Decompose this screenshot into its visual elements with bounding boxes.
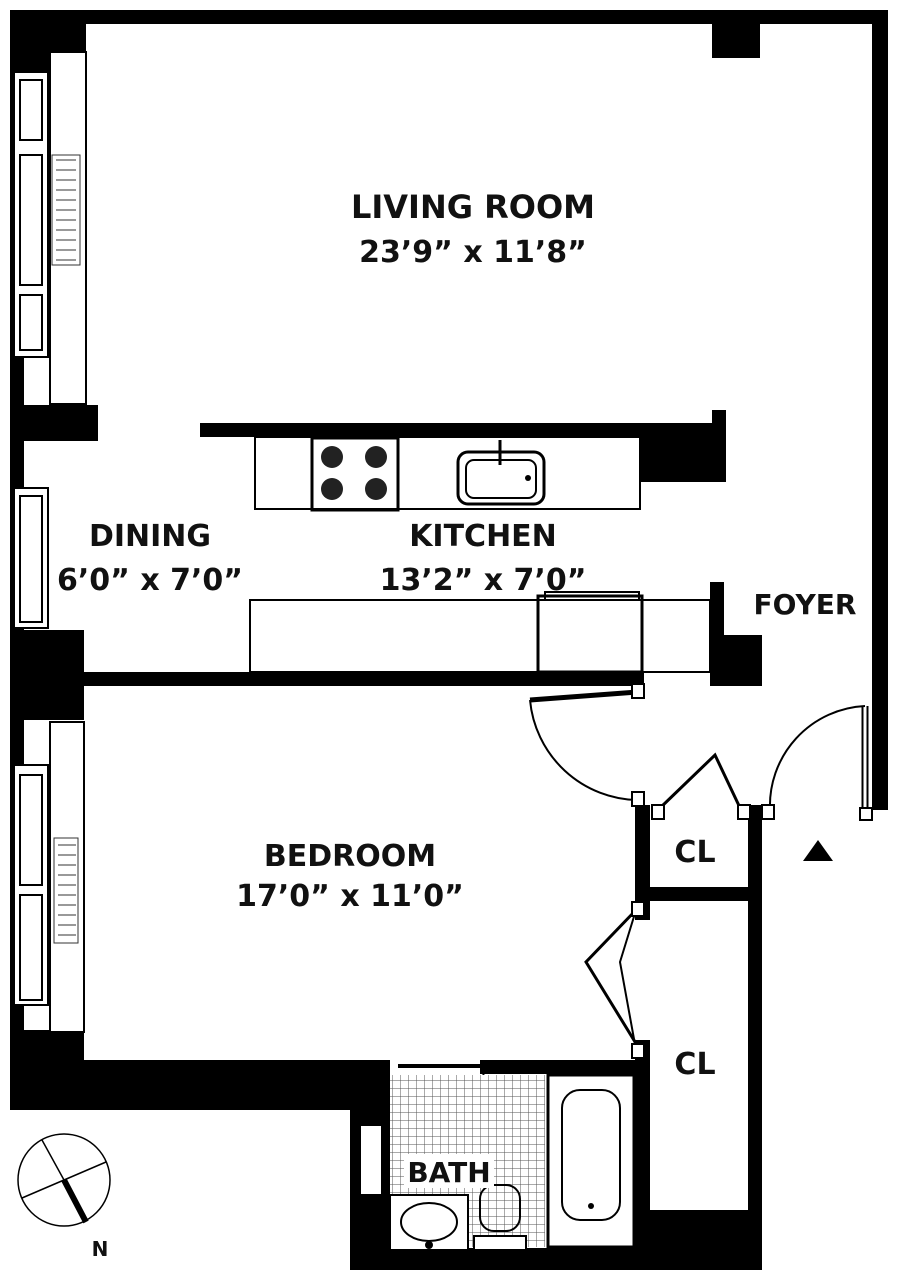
- living-room-name: LIVING ROOM: [351, 188, 595, 226]
- kitchen-dims: 13’2” x 7’0”: [380, 563, 587, 598]
- toilet-icon: [473, 1235, 527, 1251]
- windows: [13, 51, 383, 1196]
- dining-dims: 6’0” x 7’0”: [57, 563, 243, 598]
- refrigerator-icon: [536, 594, 644, 674]
- bedroom-dims: 17’0” x 11’0”: [236, 879, 464, 914]
- closet-1-name: CL: [674, 835, 715, 870]
- entry-triangle-icon: [803, 840, 833, 861]
- radiators: [56, 159, 76, 936]
- stove-icon: [310, 436, 400, 512]
- foyer-name: FOYER: [754, 588, 857, 621]
- closet-2-name: CL: [674, 1047, 715, 1082]
- kitchen-name: KITCHEN: [409, 519, 557, 554]
- living-room-dims: 23’9” x 11’8”: [359, 235, 587, 270]
- dining-name: DINING: [89, 519, 211, 554]
- bedroom-name: BEDROOM: [264, 839, 436, 874]
- bath-name: BATH: [407, 1156, 490, 1189]
- kitchen-fixtures: [249, 436, 711, 674]
- bathtub-icon: [546, 1073, 636, 1249]
- compass-icon: [17, 1133, 111, 1227]
- compass-north-label: N: [92, 1237, 109, 1261]
